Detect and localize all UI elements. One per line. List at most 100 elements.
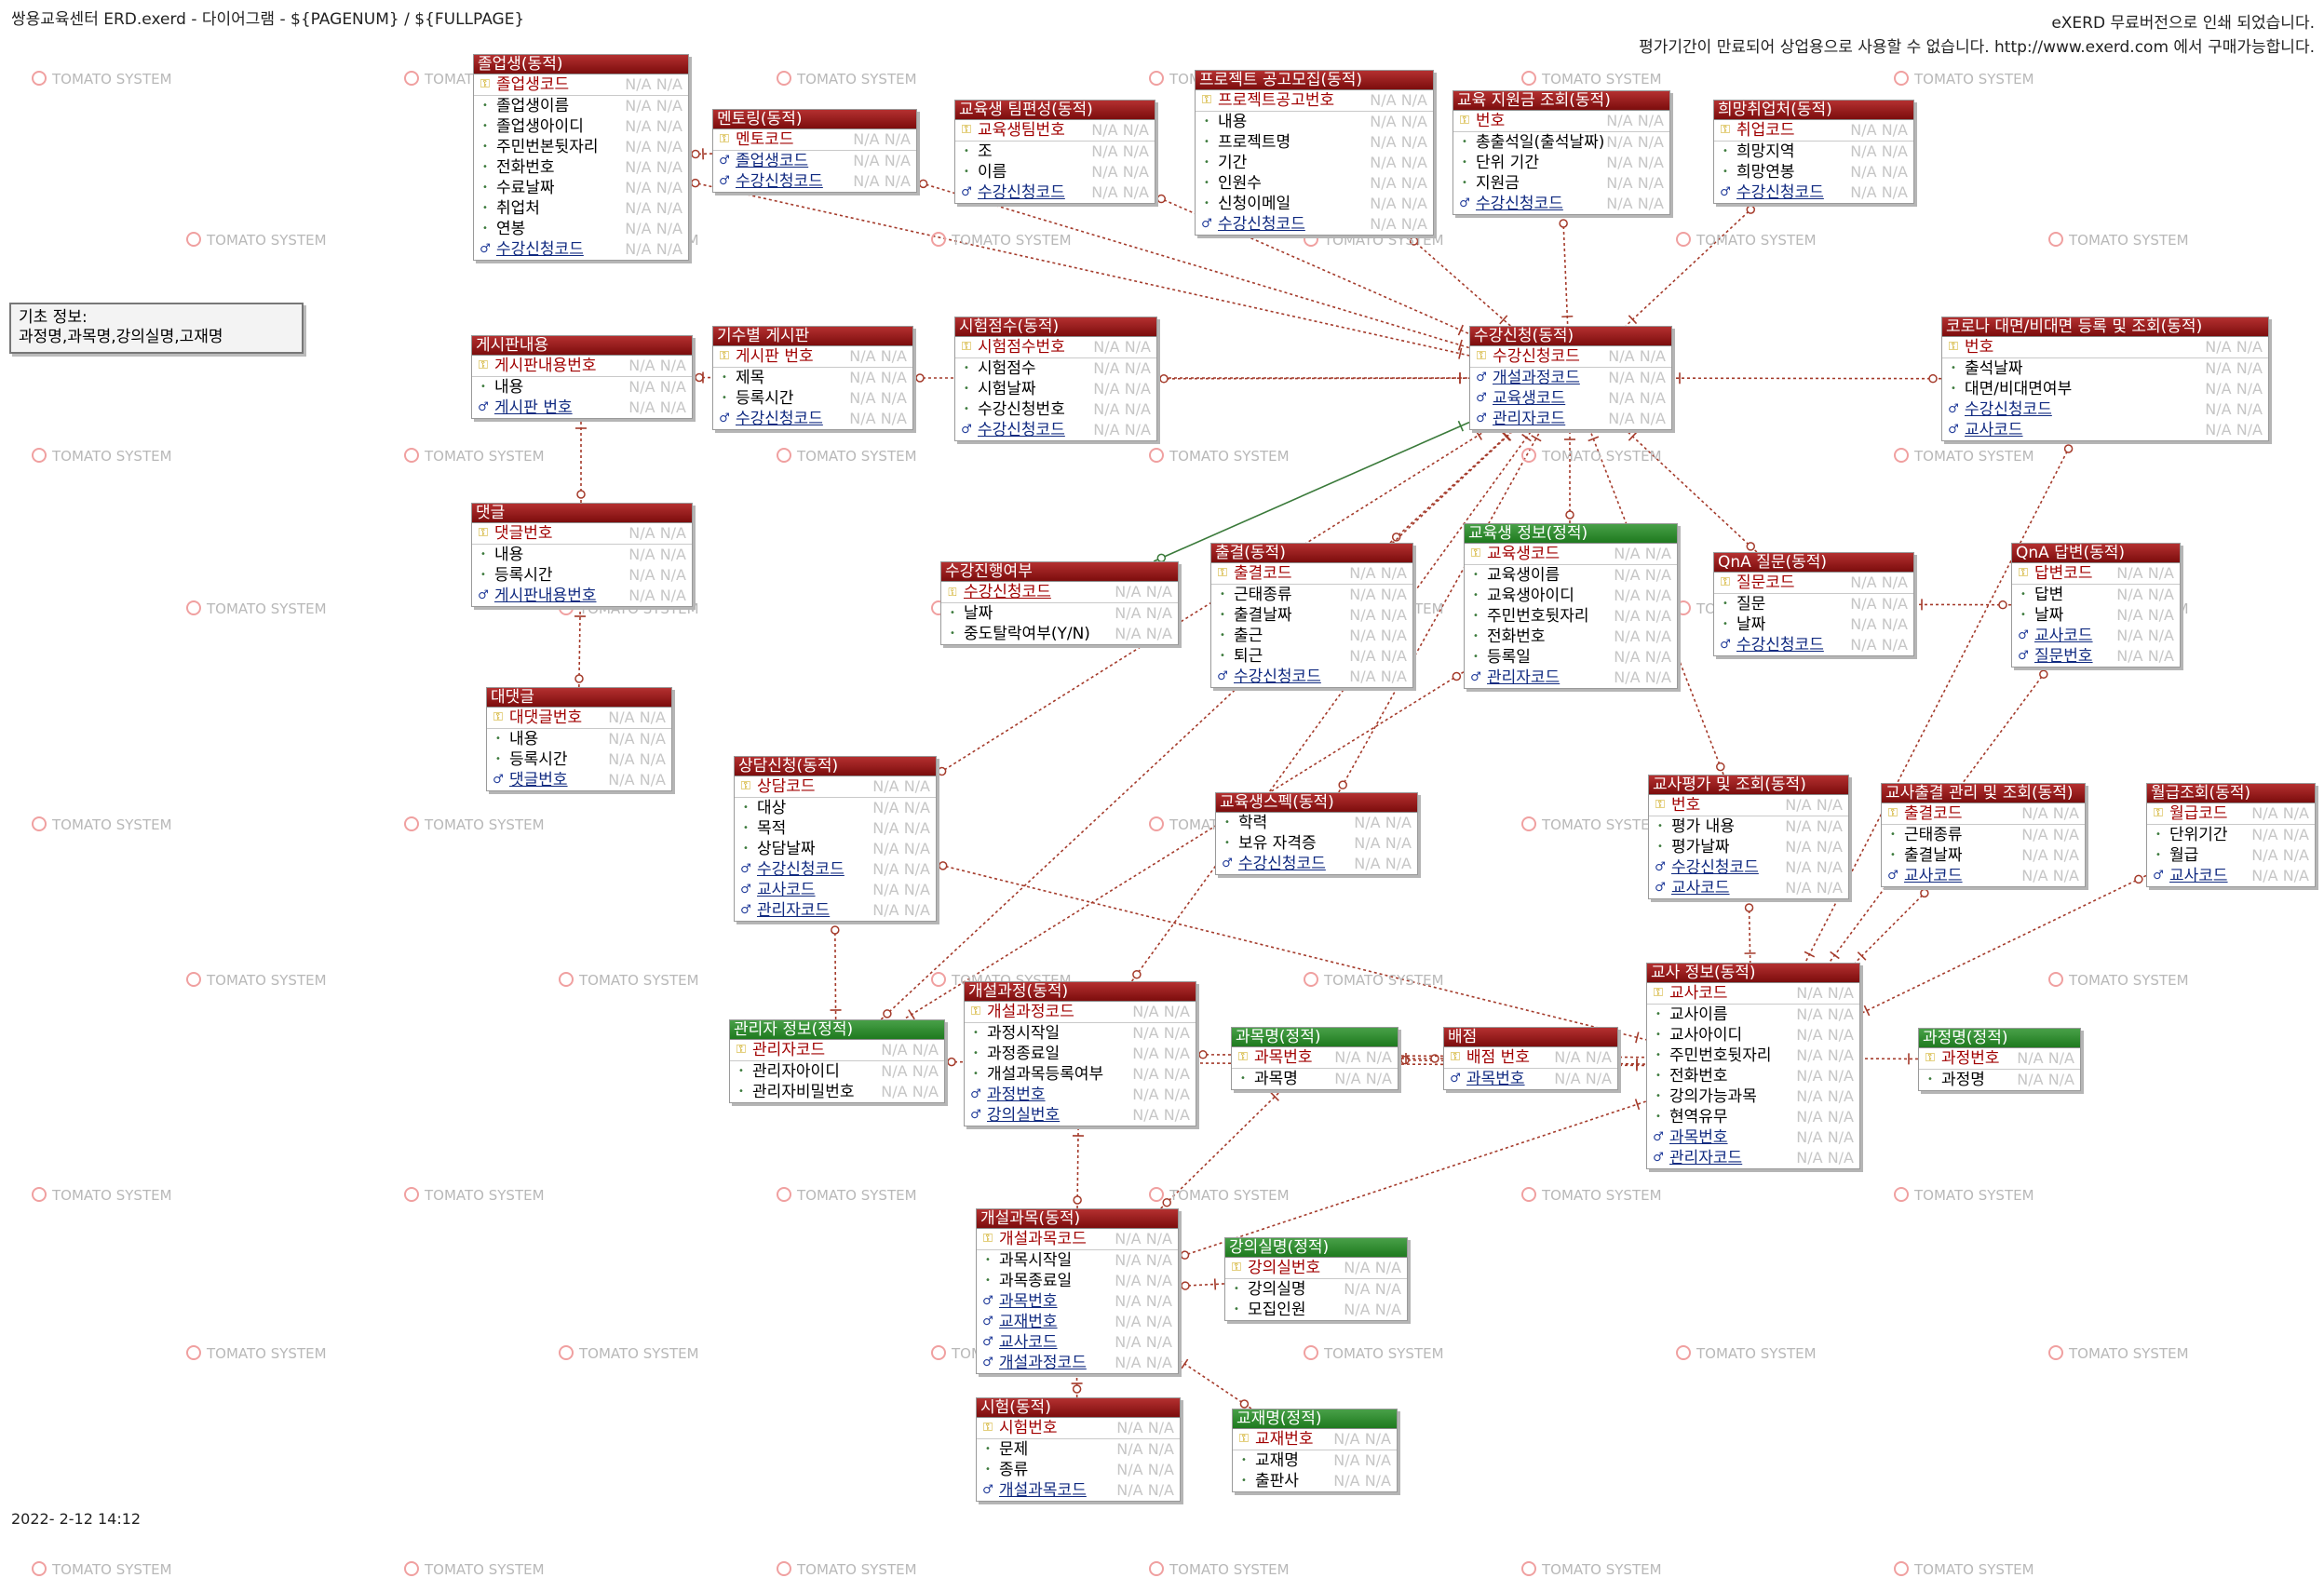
relationship-line[interactable] [1177, 1358, 1251, 1409]
relationship-line[interactable] [1177, 1101, 1646, 1258]
relationship-line[interactable] [835, 922, 836, 1019]
relationship-line[interactable] [1626, 204, 1757, 326]
relationship-line[interactable] [1132, 430, 1533, 981]
relationship-line[interactable] [1154, 423, 1469, 561]
erd-canvas[interactable]: 쌍용교육센터 ERD.exerd - 다이어그램 - ${PAGENUM} / … [0, 0, 2324, 1538]
attribute-column[interactable]: •총출석일(출석날짜)N/A N/A [1453, 132, 1669, 153]
relationship-line[interactable] [1670, 378, 1941, 379]
relationship-line[interactable] [1563, 215, 1568, 326]
